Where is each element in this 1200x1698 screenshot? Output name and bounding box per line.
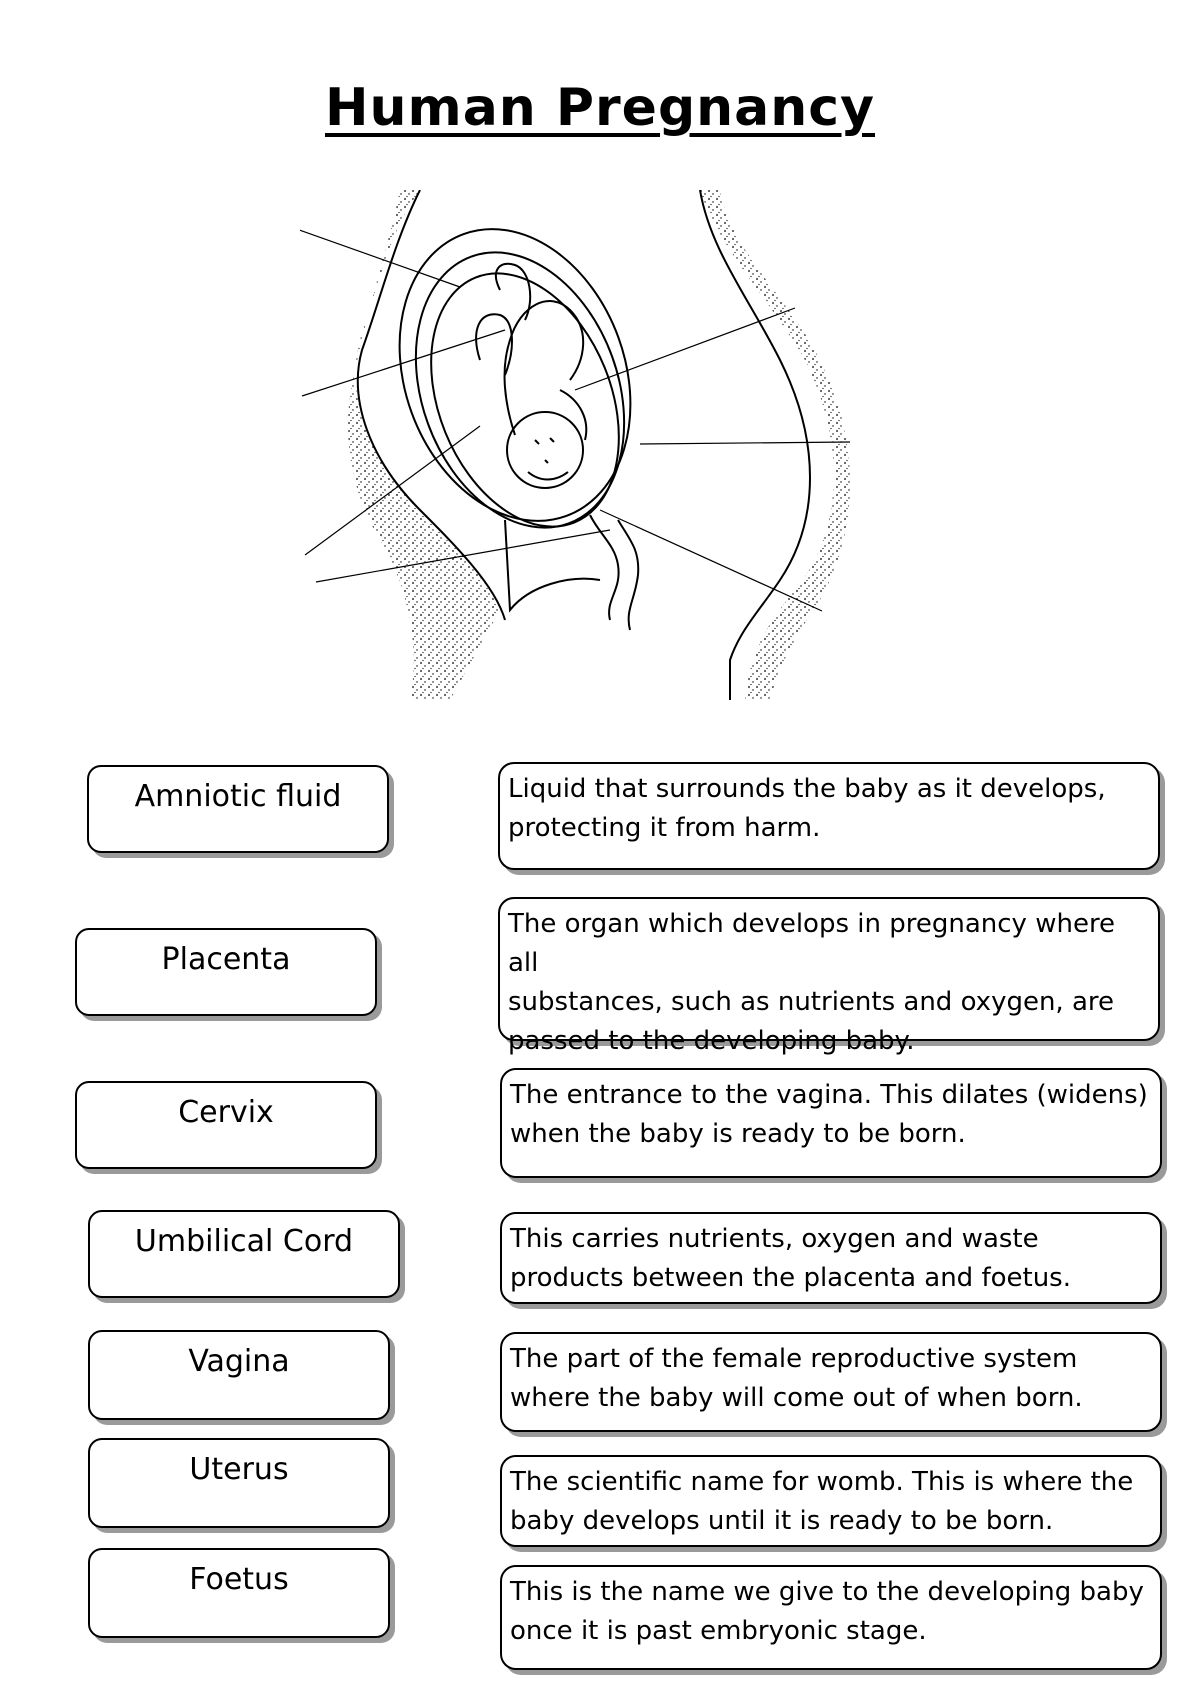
term-box-vagina: Vagina (88, 1330, 390, 1420)
definition-box-foetus: This is the name we give to the developi… (500, 1565, 1162, 1670)
body-outline (348, 190, 850, 700)
definition-box-vagina: The part of the female reproductive syst… (500, 1332, 1162, 1432)
term-box-placenta: Placenta (75, 928, 377, 1016)
term-box-amniotic-fluid: Amniotic fluid (87, 765, 389, 853)
label-lines (300, 229, 851, 612)
term-box-cervix: Cervix (75, 1081, 377, 1169)
definition-box-umbilical-cord: This carries nutrients, oxygen and waste… (500, 1212, 1162, 1304)
definition-box-placenta: The organ which develops in pregnancy wh… (498, 897, 1160, 1056)
pregnancy-diagram (300, 190, 851, 700)
definition-box-amniotic-fluid: Liquid that surrounds the baby as it dev… (498, 762, 1160, 870)
definition-box-cervix: The entrance to the vagina. This dilates… (500, 1068, 1162, 1178)
term-box-uterus: Uterus (88, 1438, 390, 1528)
page-title: Human Pregnancy (324, 78, 876, 138)
term-box-umbilical-cord: Umbilical Cord (88, 1210, 400, 1298)
definition-box-uterus: The scientific name for womb. This is wh… (500, 1455, 1162, 1547)
term-box-foetus: Foetus (88, 1548, 390, 1638)
